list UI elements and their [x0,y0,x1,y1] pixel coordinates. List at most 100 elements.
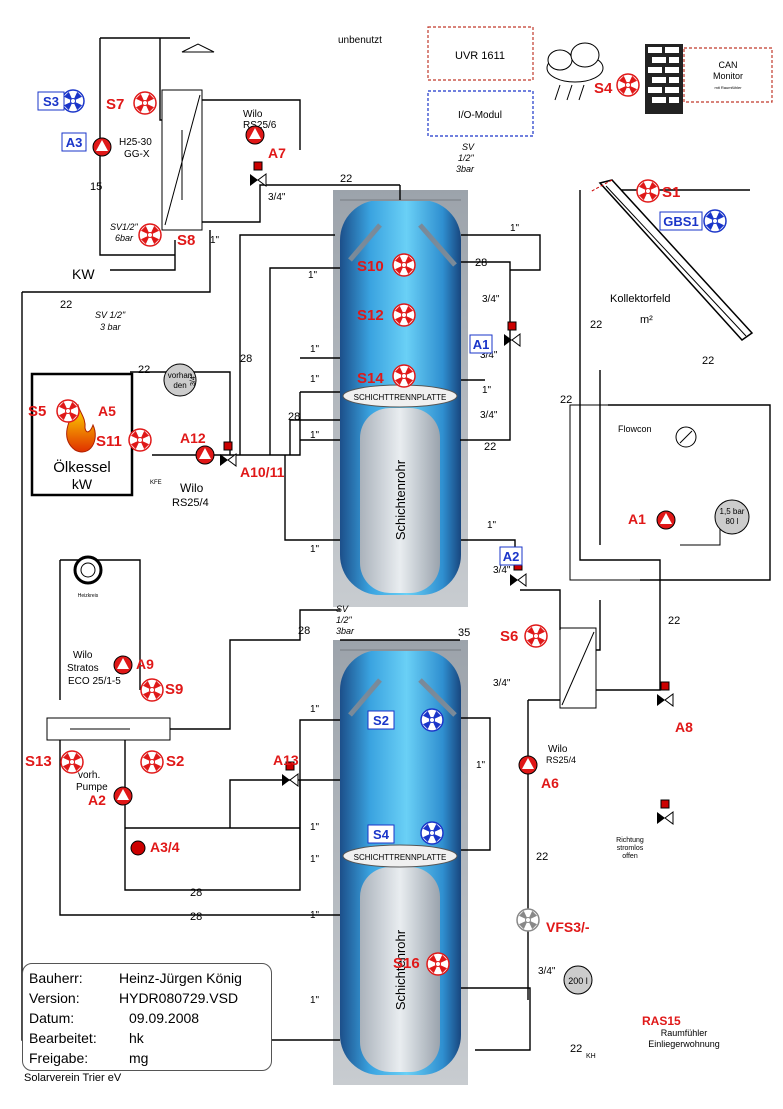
sensor-s4-icon [616,73,640,97]
brick-wall-icon [645,44,683,114]
actuator-a1-blue-label: A1 [469,334,493,354]
sensor-s2-blue-icon [420,708,444,732]
owner-label: Bauherr: [29,970,83,986]
pipe-size: 22 [702,355,714,367]
pipe-size: 3/4" [493,678,511,689]
sensor-s4-blue-icon [420,821,444,845]
pipe-size: 28 [298,625,310,637]
version-value: HYDR080729.VSD [119,990,239,1006]
expansion-vessel-pressure: 1,5 bar [720,507,745,516]
pipe-size: 1" [310,822,320,833]
date-label: Datum: [29,1010,75,1026]
existing-pump-label: vorh. [78,770,100,781]
separator-plate-label: SCHICHTTRENNPLATTE [354,393,447,402]
release-value: mg [129,1050,149,1066]
upper-storage-tank: Schichtenrohr SCHICHTTRENNPLATTE [333,190,468,607]
oil-boiler-label: Ölkessel [53,458,111,476]
existing-tank-label-2: den [173,381,186,390]
sv-hx: SV1/2" [110,222,139,232]
separator-plate-label-lower: SCHICHTTRENNPLATTE [354,853,447,862]
actuator-a1-label: A1 [628,511,646,527]
boiler-pump-model: RS25/4 [172,497,209,509]
sensor-s7-label: S7 [106,96,124,113]
sv-hx-2: 6bar [115,233,134,243]
actuator-a8-label: A8 [675,719,693,735]
sensor-s2b-icon [140,750,164,774]
sensor-s9-label: S9 [165,681,183,698]
date-value: 09.09.2008 [129,1010,200,1026]
actuator-a6-label: A6 [541,775,559,791]
existing-tank: vorhan den [163,363,197,397]
expansion-vessel-200: 200 l [563,965,593,995]
sensor-s14-label: S14 [357,370,384,387]
sensor-s10-label: S10 [357,258,384,275]
valve-a13-icon [282,761,299,787]
sv-left: SV 1/2" [95,310,126,320]
pipe-size-labels: 22 22 22 22 22 22 22 22 22 22 28 28 28 2… [60,173,714,1060]
pump-a2-icon [113,786,133,806]
pipe-size: 1" [487,520,497,531]
pipe-size: 1" [310,854,320,865]
sensor-s10-icon [392,253,416,277]
pipe-size: 3/4" [493,565,511,576]
pipe-size: 1" [310,544,320,555]
stratos-label: Stratos [67,663,99,674]
weather-cloud-icon [546,42,604,101]
vessel-200-label: 200 l [568,976,588,986]
can-monitor-box [683,47,773,103]
boiler-pump-brand: Wilo [180,481,204,495]
lower-storage-tank: Schichtenrohr SCHICHTTRENNPLATTE [333,640,468,1085]
pump-a9-icon [113,655,133,675]
pipe-size: 22 [138,364,150,376]
actuator-a3-blue-label: A3 [61,132,87,152]
pipe-size: 3/4" [190,373,197,386]
oil-boiler-kw: kW [72,476,93,492]
uvr-1611-label: UVR 1611 [455,50,505,62]
pipe-size: 22 [60,299,72,311]
flow-sensor-label: VFS3/- [546,919,590,935]
io-module-label: I/O-Modul [458,110,502,121]
pump-a12-icon [195,445,215,465]
expansion-vessel-volume: 80 l [726,517,739,526]
svg-text:A3: A3 [66,135,83,150]
pipe-size: 28 [190,887,202,899]
pipe-size: 28 [190,911,202,923]
pump-a7-icon [245,125,265,145]
pump-a1-icon [656,510,676,530]
heating-circuit: Heizkreis [73,555,103,599]
sv-top-3: 3bar [456,164,475,174]
sensor-s13-label: S13 [25,753,52,770]
actuator-a10_11-label: A10/11 [240,464,285,480]
pipe-size: 28 [288,411,300,423]
hx-model-label-2: GG-X [124,149,150,160]
stratification-tube-upper [360,408,440,593]
direction-note-3: offen [622,853,638,860]
pipe-size: 3/4" [480,410,498,421]
flow-sensor-icon [516,908,540,932]
pipe-size: 1" [210,235,220,246]
sensor-s11-icon [128,428,152,452]
pipe-size: 1" [310,704,320,715]
symbols-layer: S1S4S5S6S7S8S9S10S11S12S13S14S16S2S3GBS1… [25,43,727,976]
sensor-s2b-label: S2 [166,753,184,770]
actuator-a13-label: A13 [273,752,299,768]
stratification-tube-label-lower: Schichtenrohr [393,929,408,1010]
svg-text:A2: A2 [503,549,520,564]
sensor-s5-icon [56,399,80,423]
ras15-sub: Raumfühler [661,1028,708,1038]
pipe-size: 1" [510,223,520,234]
actuator-a2-blue-label: A2 [499,546,523,566]
collector-field-unit: m² [640,314,653,326]
pipe-size: 35 [458,627,470,639]
sv-mid-3: 3bar [336,626,355,636]
svg-text:S2: S2 [373,713,389,728]
edited-value: hk [129,1030,144,1046]
owner-value: Heinz-Jürgen König [119,970,242,986]
actuator-a9-label: A9 [136,656,154,672]
pipe-size: 1" [310,344,320,355]
pump-model-label: RS25/6 [243,120,277,131]
sensor-s2-blue-label: S2 [367,710,395,730]
stratos-brand: Wilo [73,650,93,661]
valve-legend-icon [657,799,674,825]
